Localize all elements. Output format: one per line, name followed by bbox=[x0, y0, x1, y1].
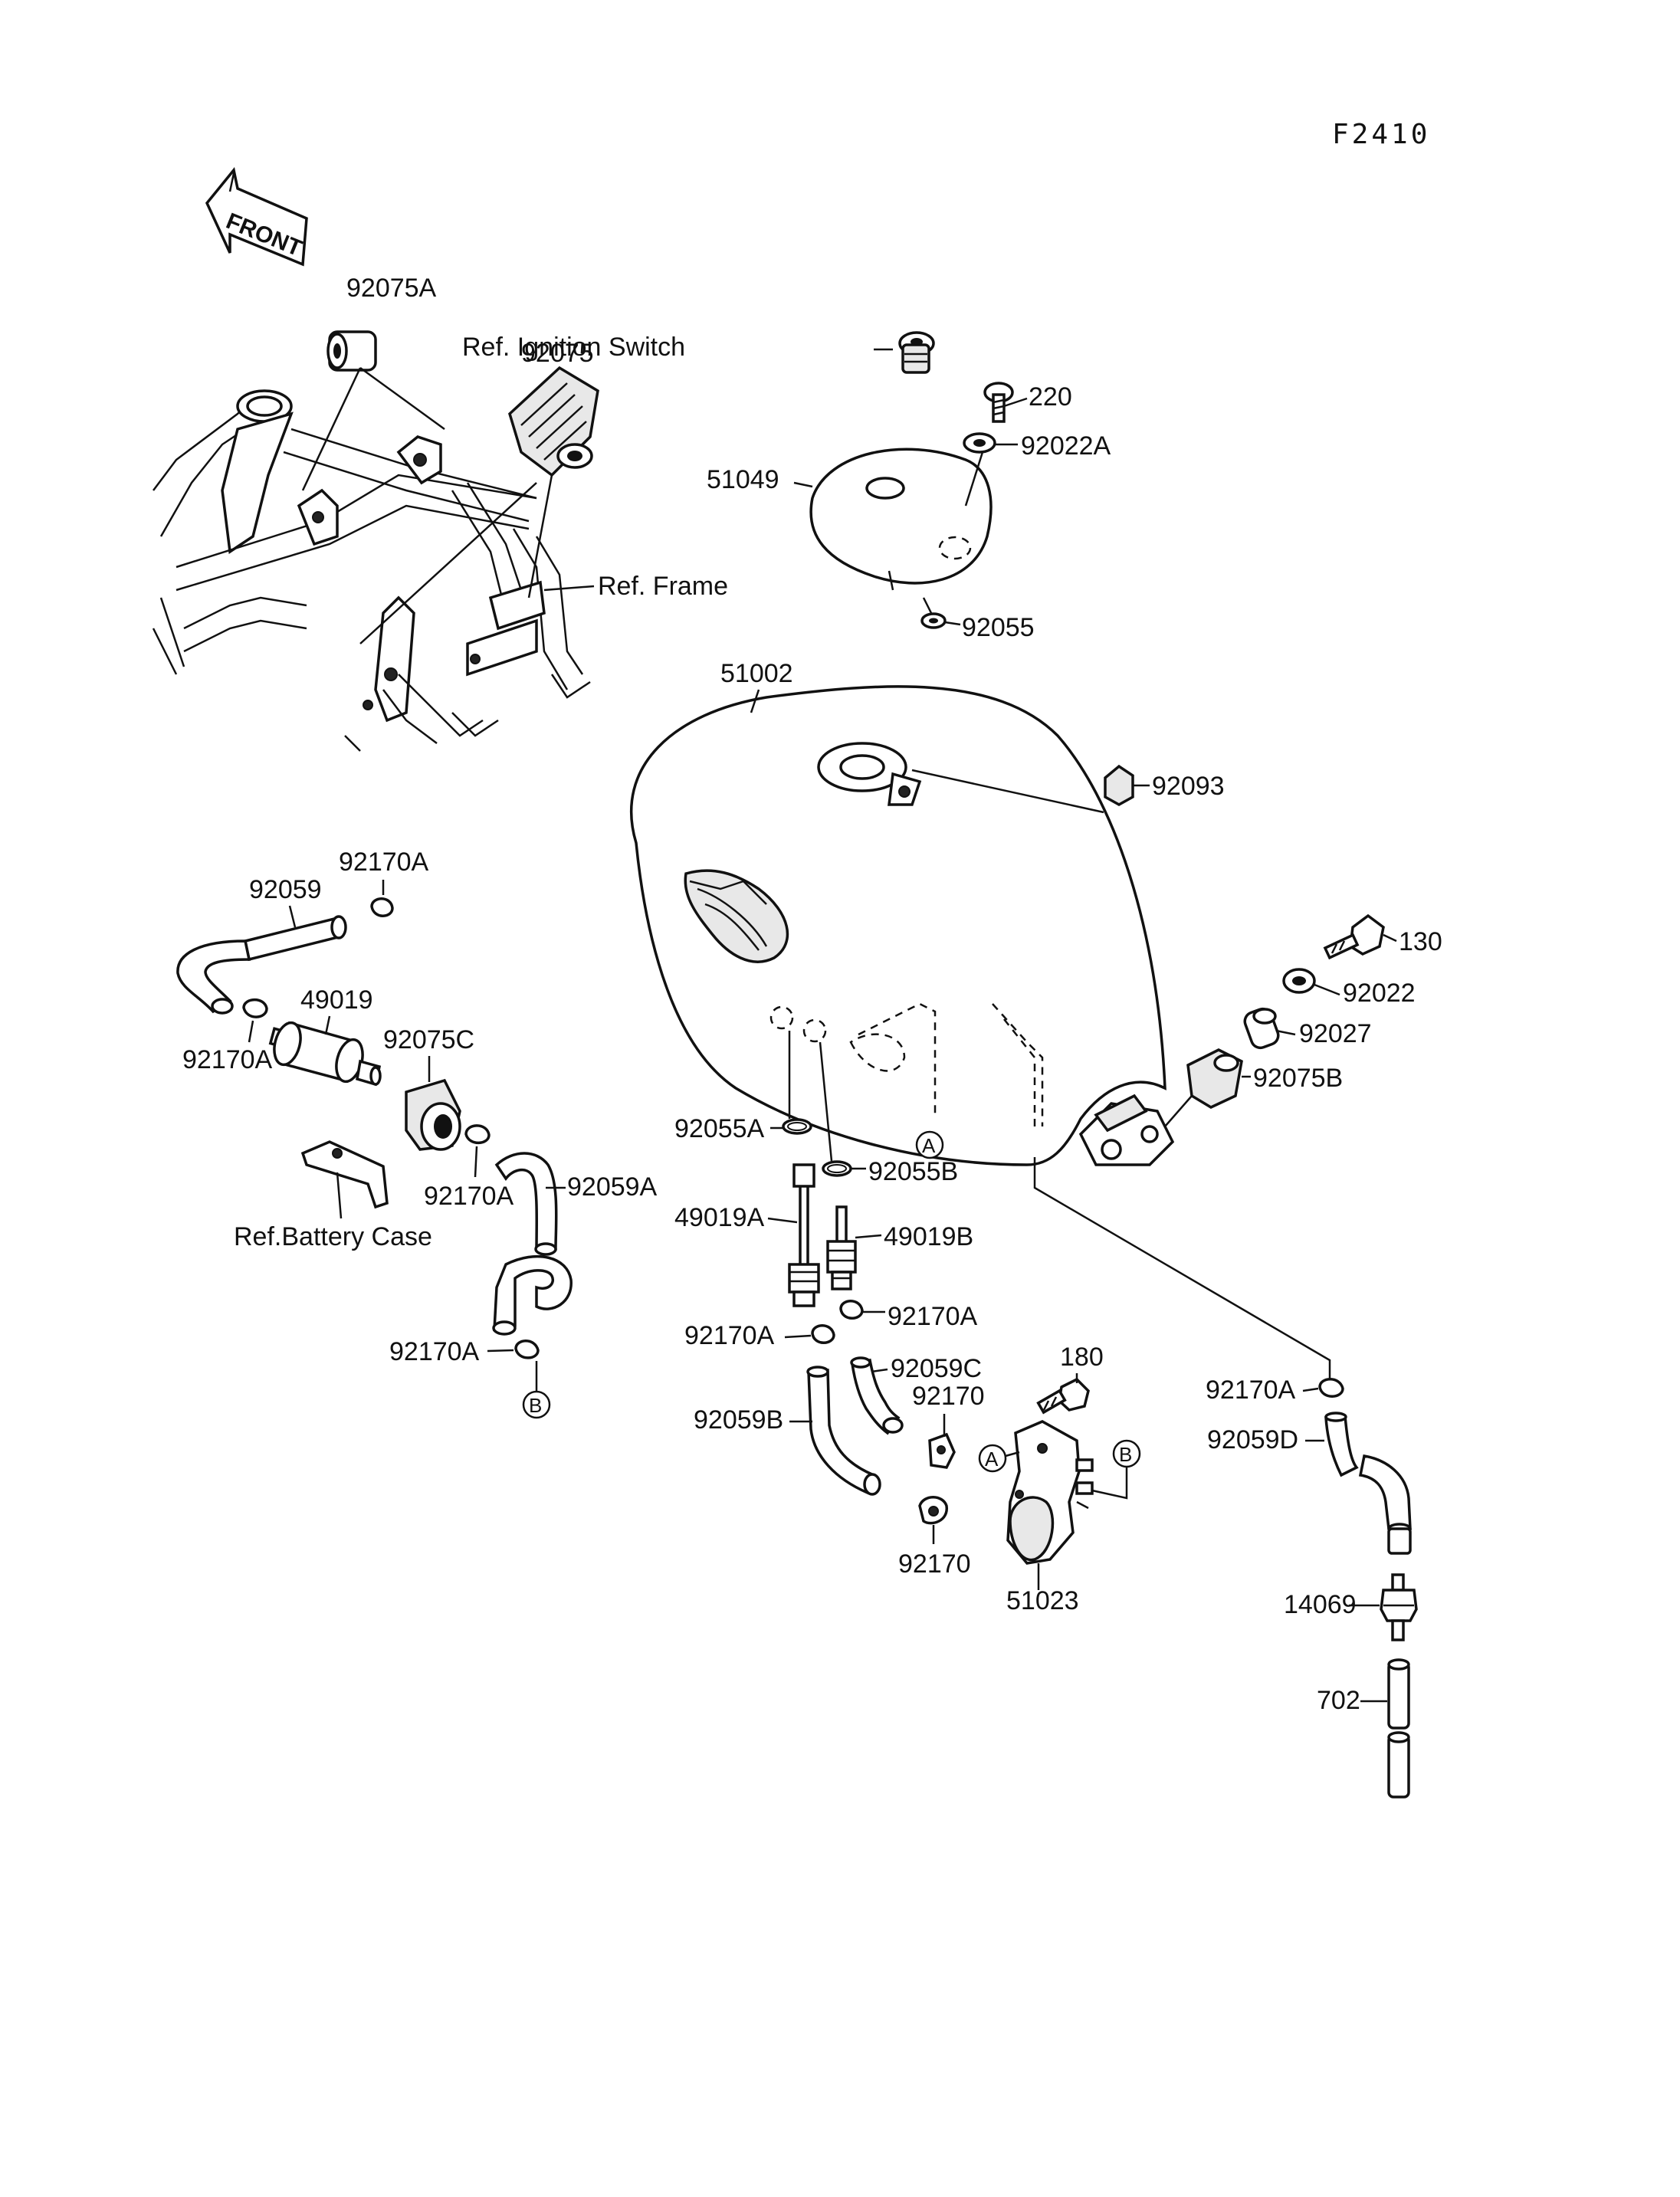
part-92170A-clamp-c1 bbox=[811, 1324, 835, 1344]
part-92075C-rubber bbox=[405, 1078, 461, 1151]
label-49019B: 49019B bbox=[884, 1222, 973, 1251]
marker-a-tank: A bbox=[915, 1130, 944, 1159]
front-arrow-icon: FRONT bbox=[205, 167, 308, 267]
marker-a-tank-text: A bbox=[922, 1134, 936, 1157]
part-92059B-hose bbox=[806, 1366, 881, 1496]
label-130: 130 bbox=[1399, 927, 1442, 956]
part-92059A-hose bbox=[494, 1152, 558, 1256]
marker-b-left-text: B bbox=[529, 1394, 542, 1417]
part-92170A-clamp-c2 bbox=[839, 1300, 864, 1320]
part-92170A-clamp-left bbox=[242, 998, 268, 1018]
label-92170A-c1: 92170A bbox=[684, 1321, 775, 1350]
part-180-bolt bbox=[1036, 1377, 1090, 1415]
label-92059: 92059 bbox=[249, 875, 322, 904]
part-51023-fuel-cock bbox=[1006, 1420, 1094, 1565]
label-51002: 51002 bbox=[720, 659, 793, 688]
label-92022A: 92022A bbox=[1021, 431, 1111, 461]
part-92059-hose bbox=[176, 915, 347, 1015]
label-92093: 92093 bbox=[1152, 772, 1225, 801]
part-92170-clamp-2 bbox=[918, 1496, 948, 1525]
hose-loop-lower-left bbox=[492, 1254, 573, 1336]
label-92022: 92022 bbox=[1343, 979, 1416, 1008]
part-92170A-clamp-mid bbox=[464, 1124, 491, 1145]
part-92055-washer bbox=[920, 612, 947, 629]
label-92055A: 92055A bbox=[674, 1114, 765, 1143]
label-180: 180 bbox=[1060, 1343, 1104, 1372]
label-220: 220 bbox=[1029, 382, 1072, 412]
label-92170A-top: 92170A bbox=[339, 848, 429, 877]
part-92055B-oring bbox=[822, 1160, 852, 1177]
part-92022A-washer bbox=[963, 432, 996, 454]
part-92075A-rubber bbox=[326, 330, 377, 372]
ignition-switch-icon bbox=[898, 331, 935, 374]
label-92075A: 92075A bbox=[346, 274, 437, 303]
part-92075-rubber bbox=[508, 366, 599, 477]
part-51049-cover bbox=[809, 448, 993, 591]
marker-b-cock-text: B bbox=[1119, 1443, 1132, 1466]
figure-code: F2410 bbox=[1332, 119, 1430, 150]
label-92075C: 92075C bbox=[383, 1025, 474, 1054]
marker-b-left: B bbox=[522, 1390, 551, 1419]
part-92059C-hose bbox=[850, 1356, 904, 1435]
label-702: 702 bbox=[1317, 1686, 1360, 1715]
label-92170A-right: 92170A bbox=[1206, 1376, 1296, 1405]
label-51049: 51049 bbox=[707, 465, 779, 494]
label-ref-ignition-switch: Ref. Ignition Switch bbox=[462, 333, 685, 362]
label-92027: 92027 bbox=[1299, 1019, 1372, 1048]
label-49019A: 49019A bbox=[674, 1203, 765, 1232]
part-92093-cap bbox=[1104, 764, 1134, 807]
label-92170-2: 92170 bbox=[898, 1549, 971, 1579]
label-ref-frame: Ref. Frame bbox=[598, 572, 728, 601]
label-92059B: 92059B bbox=[694, 1405, 783, 1435]
label-92170A-c2: 92170A bbox=[888, 1302, 978, 1331]
label-92059D: 92059D bbox=[1207, 1425, 1298, 1454]
part-92055A-oring bbox=[782, 1118, 812, 1135]
part-92170A-clamp-right bbox=[1318, 1378, 1344, 1398]
part-92075B-rubber bbox=[1186, 1048, 1243, 1109]
marker-a-cock: A bbox=[978, 1444, 1007, 1473]
part-51002-fuel-tank bbox=[629, 685, 1175, 1166]
marker-b-cock: B bbox=[1112, 1439, 1141, 1468]
frame-drawing bbox=[152, 389, 591, 752]
label-92059C: 92059C bbox=[891, 1354, 982, 1383]
label-49019: 49019 bbox=[300, 985, 373, 1015]
part-130-bolt bbox=[1323, 913, 1385, 960]
label-92059A: 92059A bbox=[567, 1172, 658, 1202]
label-92075: 92075 bbox=[521, 339, 594, 368]
part-702-tube bbox=[1387, 1658, 1410, 1799]
label-92055: 92055 bbox=[962, 613, 1035, 642]
part-14069-filter bbox=[1380, 1573, 1418, 1641]
part-92170-clamp-1 bbox=[928, 1432, 956, 1469]
label-ref-battery-case: Ref.Battery Case bbox=[234, 1222, 432, 1251]
label-92170A-mid: 92170A bbox=[424, 1182, 514, 1211]
part-92170A-clamp-top bbox=[370, 897, 394, 917]
marker-a-cock-text: A bbox=[985, 1448, 999, 1471]
part-92027-collar bbox=[1243, 1007, 1280, 1050]
part-49019-fuel-filter bbox=[268, 1021, 382, 1087]
label-92170A-bot: 92170A bbox=[389, 1337, 480, 1366]
label-14069: 14069 bbox=[1284, 1590, 1357, 1619]
part-220-screw bbox=[983, 382, 1014, 423]
label-92170-1: 92170 bbox=[912, 1382, 985, 1411]
ref-battery-case-bracket bbox=[300, 1140, 389, 1219]
part-49019A-pipe bbox=[788, 1163, 820, 1307]
part-92170A-clamp-bot bbox=[514, 1340, 540, 1359]
part-49019B-pipe bbox=[826, 1205, 857, 1290]
label-92075B: 92075B bbox=[1253, 1064, 1343, 1093]
label-51023: 51023 bbox=[1006, 1586, 1079, 1615]
part-92022-washer bbox=[1282, 968, 1316, 994]
label-92170A-left: 92170A bbox=[182, 1045, 273, 1074]
part-92059D-hose bbox=[1324, 1412, 1412, 1555]
label-92055B: 92055B bbox=[868, 1157, 958, 1186]
